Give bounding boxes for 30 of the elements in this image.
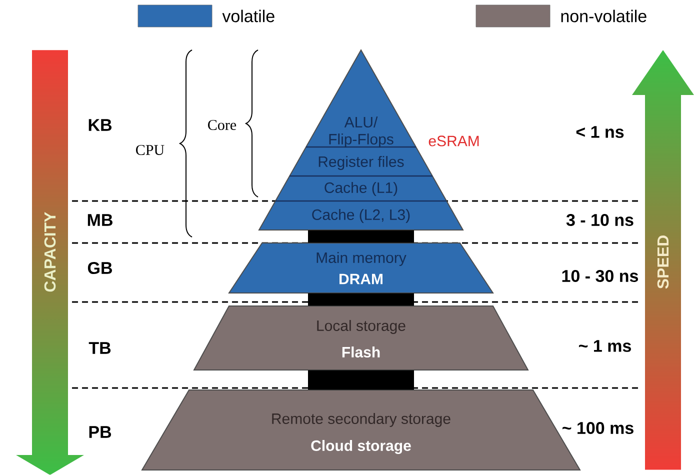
latency-label: ~ 1 ms — [578, 340, 631, 352]
tier-label: Local storage — [317, 320, 406, 334]
latency-label: < 1 ns — [576, 126, 624, 138]
latency-label: ~ 100 ms — [562, 422, 634, 434]
connector-bar — [308, 370, 414, 390]
brace-label: CPU — [136, 144, 164, 156]
legend-label: volatile — [222, 10, 274, 22]
latency-label: 3 - 10 ns — [566, 214, 634, 226]
brace-label: Core — [208, 120, 236, 130]
arrow-label: CAPACITY — [44, 212, 56, 292]
tier-label: Cache (L1) — [324, 182, 398, 196]
size-label: GB — [88, 262, 112, 274]
tier-label: Cloud storage — [311, 440, 411, 454]
tier-label: ALU/ Flip-Flops — [329, 116, 394, 148]
arrow-label: SPEED — [657, 236, 669, 289]
memory-type-label: eSRAM — [428, 136, 479, 146]
size-label: KB — [88, 119, 112, 131]
tier-label: DRAM — [340, 274, 382, 284]
tier-label: Remote secondary storage — [272, 413, 450, 427]
size-label: PB — [89, 426, 112, 438]
legend-label: non-volatile — [561, 10, 646, 22]
tier-label: Register files — [318, 156, 404, 170]
latency-label: 10 - 30 ns — [562, 270, 638, 282]
size-label: TB — [88, 342, 111, 354]
connector-bar — [308, 293, 414, 306]
tier-label: Main memory — [316, 252, 406, 266]
connector-bar — [308, 230, 414, 243]
tier-label: Cache (L2, L3) — [312, 209, 410, 223]
size-label: MB — [88, 214, 112, 226]
tier-label: Flash — [342, 346, 380, 358]
